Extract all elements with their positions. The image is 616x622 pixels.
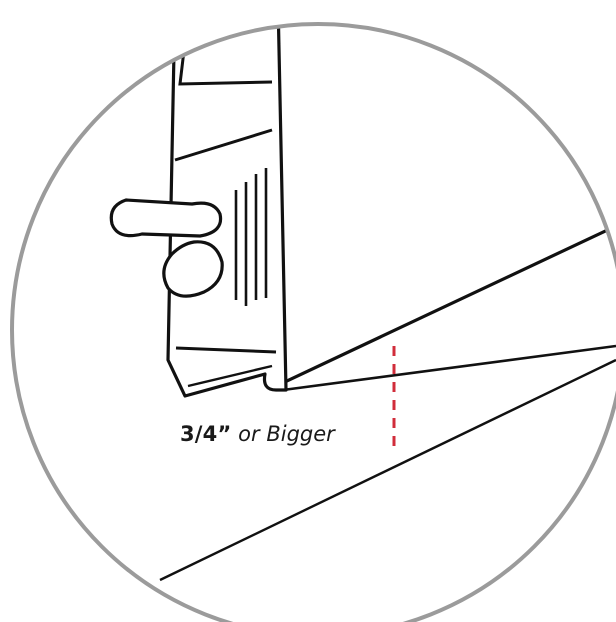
panel-mid-rail <box>174 128 273 162</box>
panel-foot-trim <box>187 364 273 388</box>
latch-handle-knob <box>162 240 224 298</box>
panel-bottom-rail <box>175 346 277 354</box>
baseboard-bottom-line <box>282 344 616 392</box>
latch-handle-bar <box>109 198 223 238</box>
measurement-qualifier: or Bigger <box>231 422 335 446</box>
baseboard-top-line <box>271 224 616 390</box>
panel-outline <box>166 24 288 398</box>
floor-line <box>159 358 616 582</box>
measurement-callout: 3/4” or Bigger <box>180 424 335 445</box>
magnifier-ring <box>10 22 616 622</box>
lens-content <box>109 24 616 582</box>
measurement-value: 3/4” <box>180 422 232 446</box>
